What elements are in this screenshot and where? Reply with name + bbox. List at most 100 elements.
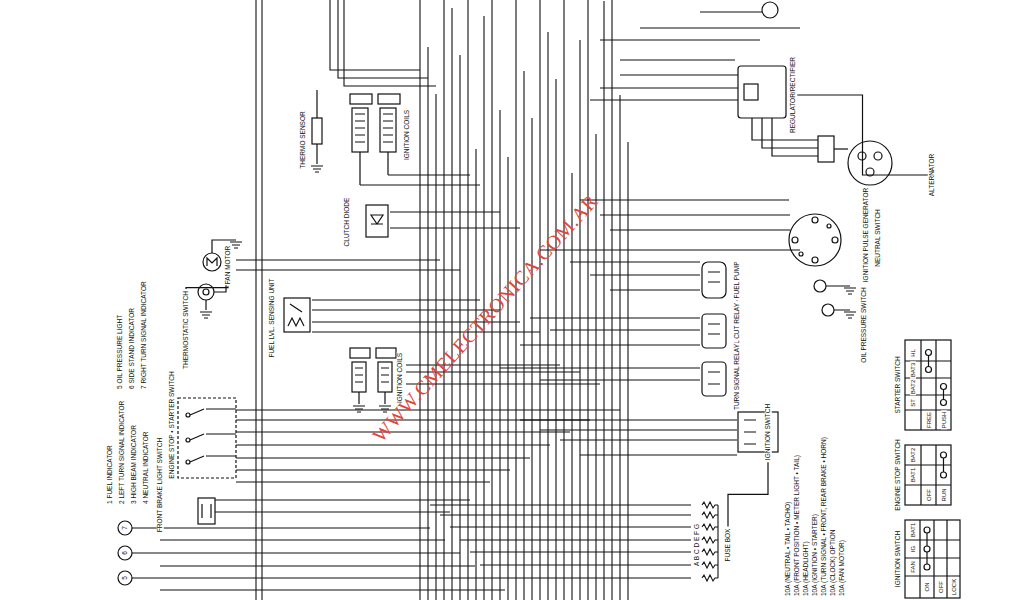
wire bbox=[531, 118, 532, 600]
table-cell: ON bbox=[924, 582, 930, 593]
component-label: THERMO SENSOR bbox=[300, 110, 307, 169]
table-cell: BAT3 bbox=[910, 361, 916, 378]
wire bbox=[627, 142, 628, 600]
wire bbox=[550, 329, 700, 330]
table-cell: PUSH bbox=[941, 411, 947, 430]
wire bbox=[702, 512, 718, 518]
component-name: IGNITION COILS bbox=[404, 110, 411, 160]
wire bbox=[717, 505, 718, 578]
table-title: ENGINE STOP SWITCH bbox=[895, 438, 902, 512]
component-label: FUEL PUMP bbox=[734, 261, 741, 300]
table-title: STARTER SWITCH bbox=[895, 355, 902, 414]
wire bbox=[520, 419, 737, 420]
callout-number: 5 bbox=[122, 575, 129, 581]
component-name: FUEL LVL. SENSING UNIT bbox=[269, 278, 276, 357]
wire bbox=[312, 299, 480, 300]
wire bbox=[600, 87, 738, 88]
wire bbox=[500, 367, 700, 368]
table-cell: ST bbox=[910, 398, 916, 408]
wire bbox=[312, 331, 540, 332]
wire bbox=[388, 174, 470, 175]
wire bbox=[515, 0, 516, 600]
component-label: ENGINE STOP • STARTER SWITCH bbox=[169, 370, 176, 479]
table-cell: FAN bbox=[910, 560, 916, 574]
table-cell: LOCK bbox=[951, 578, 957, 596]
legend-text: 2 LEFT TURN SIGNAL INDICATOR bbox=[119, 400, 126, 505]
wire bbox=[236, 481, 490, 482]
wire bbox=[702, 549, 718, 555]
component-name: FUSE BOX bbox=[725, 529, 732, 562]
fuse-note: 10A (IGNITION • STARTER) bbox=[812, 513, 819, 597]
wire bbox=[540, 249, 800, 250]
component-name: ENGINE STOP • STARTER SWITCH bbox=[169, 371, 176, 478]
component-label: IGNITION PULSE GENERATOR bbox=[863, 187, 870, 283]
fuse-note: 10A (TURN SIGNAL • FRONT, REAR BRAKE • H… bbox=[821, 436, 828, 597]
wire bbox=[610, 229, 790, 230]
component-label: THERMOSTATIC SWITCH bbox=[183, 290, 190, 370]
component-label: ALTERNATOR bbox=[929, 153, 936, 198]
legend-text: 6 SIDE STAND INDICATOR bbox=[129, 307, 136, 390]
wire bbox=[255, 0, 256, 600]
wire-connector bbox=[797, 95, 928, 175]
wire bbox=[451, 8, 452, 600]
wire bbox=[563, 0, 564, 600]
callout-number: 6 bbox=[122, 550, 129, 556]
wire bbox=[590, 274, 700, 275]
table-cell: IG bbox=[910, 545, 916, 553]
component-name: IGNITION PULSE GENERATOR bbox=[863, 188, 870, 282]
wire bbox=[702, 524, 718, 530]
wire bbox=[475, 149, 476, 600]
wire bbox=[640, 27, 800, 28]
wire bbox=[702, 562, 718, 568]
wire bbox=[580, 199, 789, 200]
component-name: FRONT BRAKE LIGHT SWITCH bbox=[157, 438, 164, 532]
wire bbox=[540, 379, 700, 380]
wire bbox=[236, 444, 550, 445]
table-cell: BAT2 bbox=[910, 447, 916, 464]
wire bbox=[611, 0, 612, 600]
wire bbox=[587, 0, 588, 600]
wire bbox=[230, 242, 242, 248]
component-label: OIL PRESSURE SWITCH bbox=[861, 286, 868, 363]
wire-connector bbox=[186, 286, 228, 289]
component-name: NEUTRAL SWITCH bbox=[875, 209, 882, 267]
wire bbox=[610, 289, 700, 290]
component-label: IGNITION COILS bbox=[404, 109, 411, 161]
wire bbox=[600, 214, 790, 215]
wire bbox=[132, 527, 430, 528]
wire bbox=[620, 59, 735, 60]
wire bbox=[520, 344, 700, 345]
wire bbox=[620, 74, 738, 75]
wire bbox=[523, 71, 524, 600]
wire bbox=[450, 526, 691, 527]
wire bbox=[236, 431, 570, 432]
component-label: CLUTCH DIODE bbox=[344, 197, 351, 248]
legend-text: 5 OIL PRESSURE LIGHT bbox=[117, 314, 124, 390]
wire bbox=[555, 79, 556, 600]
wire bbox=[459, 55, 460, 600]
component-name: FUEL PUMP bbox=[734, 262, 741, 299]
wire bbox=[360, 184, 480, 185]
wire bbox=[530, 317, 700, 318]
component-name: FAN MOTOR bbox=[225, 246, 232, 285]
wire bbox=[571, 173, 572, 600]
wire bbox=[539, 0, 540, 600]
wire bbox=[470, 551, 691, 552]
wire bbox=[338, 0, 428, 78]
wire bbox=[490, 577, 691, 578]
wire bbox=[261, 0, 262, 600]
wire bbox=[507, 157, 508, 600]
wire bbox=[590, 99, 738, 100]
component-label: NEUTRAL SWITCH bbox=[875, 208, 882, 268]
wire bbox=[540, 429, 737, 430]
component-name: REGULATOR/RECTIFIER bbox=[790, 57, 797, 133]
legend-text: 3 HIGH BEAM INDICATOR bbox=[131, 424, 138, 505]
component-label: FUSE BOX bbox=[725, 528, 732, 563]
wire bbox=[427, 47, 428, 600]
wire bbox=[600, 39, 760, 40]
wire bbox=[132, 552, 460, 553]
wire bbox=[215, 511, 450, 512]
wire bbox=[390, 211, 500, 212]
component-name: OIL PRESSURE SWITCH bbox=[861, 287, 868, 362]
wire bbox=[236, 469, 510, 470]
